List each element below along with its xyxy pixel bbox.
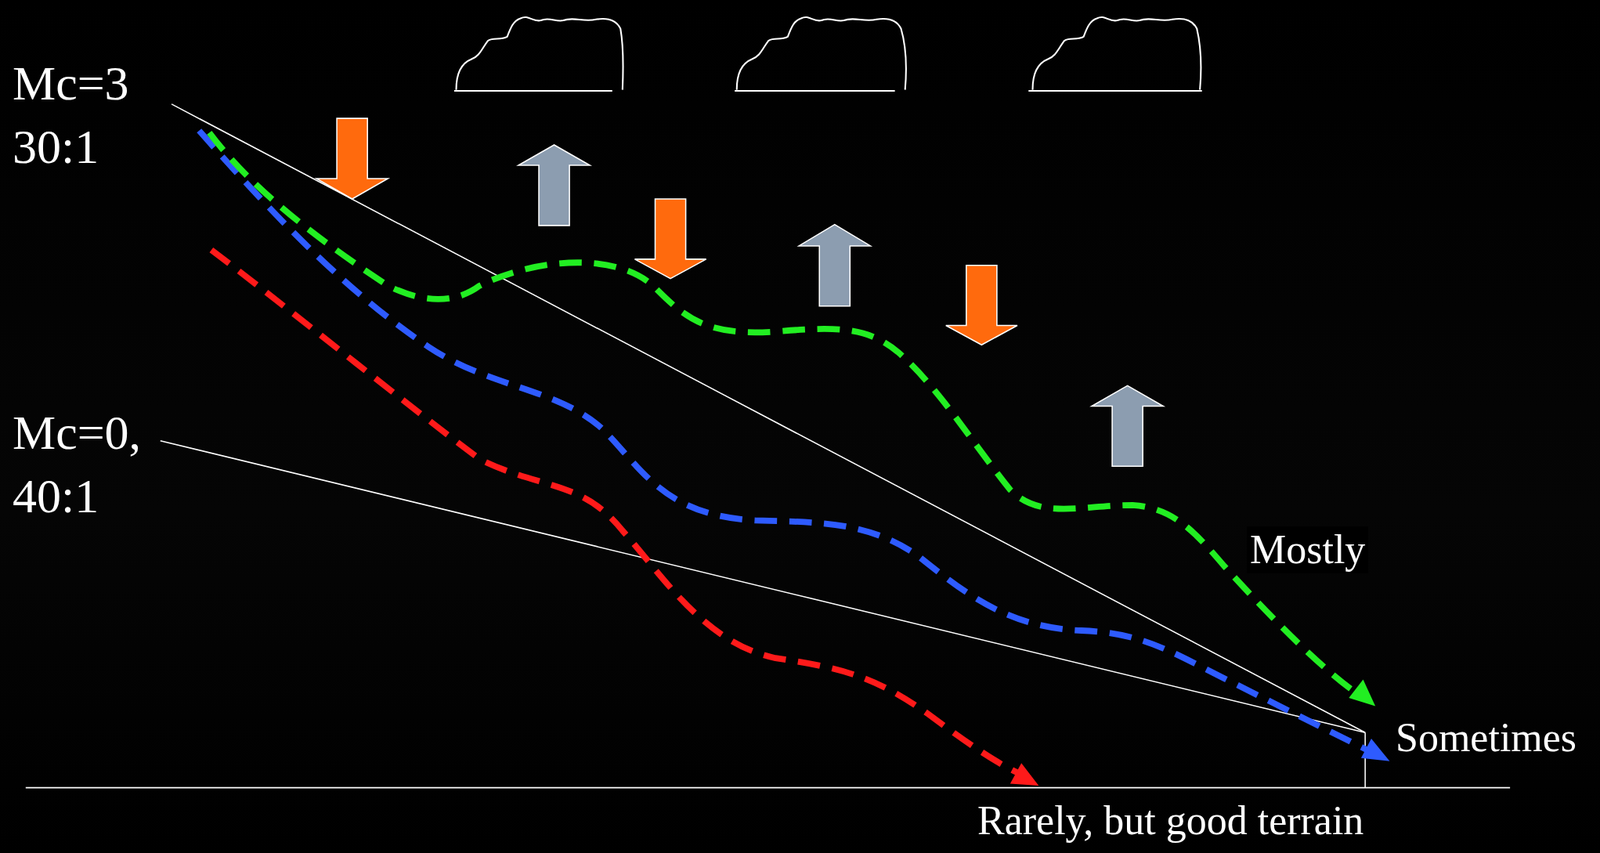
cloud [454, 17, 624, 91]
lift-arrow [1091, 385, 1163, 466]
glide-line-mc0 [160, 440, 1366, 734]
lift-arrow [798, 224, 871, 307]
glide-line-mc3 [171, 104, 1366, 733]
sink-arrow [634, 198, 706, 279]
ground-line [25, 787, 1510, 789]
red-path [211, 249, 1024, 776]
outcome-label: Sometimes [1395, 714, 1577, 762]
arrowhead [1361, 738, 1390, 762]
goal-tick [1364, 732, 1366, 788]
cloud [734, 17, 907, 91]
lift-arrow [518, 144, 590, 226]
sink-arrow [946, 265, 1018, 346]
outcome-label: Rarely, but good terrain [977, 797, 1364, 845]
glide-ratio-label: Mc=3 30:1 [12, 51, 130, 178]
cloud [1028, 17, 1202, 91]
blue-path [198, 130, 1368, 751]
arrowhead [1348, 679, 1376, 707]
arrowhead [1010, 762, 1039, 786]
green-path [209, 132, 1362, 697]
glide-ratio-label: Mc=0, 40:1 [12, 400, 141, 528]
outcome-label: Mostly [1246, 526, 1369, 574]
sink-arrow [316, 118, 388, 199]
